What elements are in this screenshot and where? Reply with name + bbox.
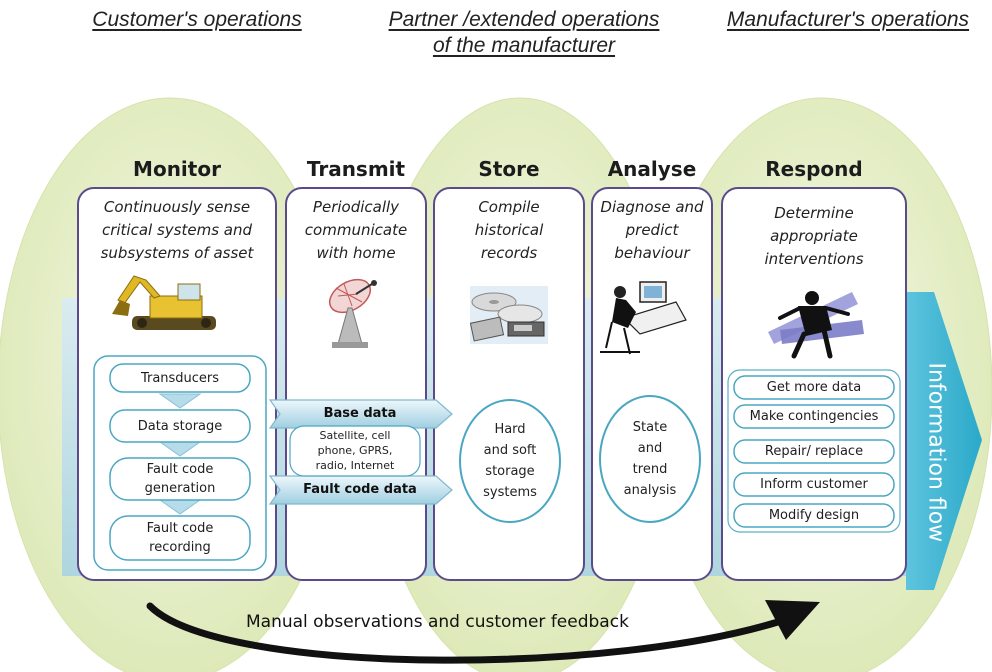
respond-action-box — [733, 439, 895, 464]
monitor-step-box — [109, 409, 251, 443]
stage-desc-line: behaviour — [614, 244, 690, 262]
fault-code-data-label: Fault code data — [303, 482, 417, 497]
monitor-step-data-storage: Data storage — [137, 418, 223, 434]
respond-action-repair-replace: Repair/ replace — [764, 444, 864, 459]
channels-text: Satellite, cell phone, GPRS, radio, Inte… — [290, 428, 420, 473]
analyse-circle-line: trend — [632, 462, 668, 477]
monitor-step-box — [109, 457, 251, 501]
feedback-arrowhead — [765, 600, 820, 640]
technician-icon — [768, 291, 864, 359]
information-flow-arrow — [906, 292, 982, 590]
stage-desc-store: Compile historical records — [436, 196, 582, 265]
channels-line: Satellite, cell — [319, 429, 391, 442]
analyst-workstation-icon — [600, 281, 687, 355]
stage-desc-line: Periodically — [312, 198, 400, 216]
fault-code-data-arrow — [268, 475, 453, 505]
monitor-step-box — [109, 515, 251, 561]
stage-desc-line: with home — [316, 244, 396, 262]
respond-action-box — [733, 375, 895, 400]
stage-desc-line: communicate — [304, 221, 408, 239]
stage-title-respond: Respond — [765, 157, 863, 181]
stage-title-store: Store — [478, 157, 540, 181]
stage-desc-transmit: Periodically communicate with home — [288, 196, 424, 265]
header-partner-operations-line2: of the manufacturer — [432, 34, 616, 57]
stage-desc-line: interventions — [764, 250, 864, 268]
satellite-dish-icon — [328, 278, 377, 348]
stage-desc-line: predict — [625, 221, 679, 239]
analyse-circle-text: State and trend analysis — [602, 412, 698, 506]
stage-desc-line: Continuously sense — [103, 198, 251, 216]
respond-action-box — [733, 503, 895, 528]
stage-desc-analyse: Diagnose and predict behaviour — [590, 196, 714, 265]
header-manufacturer-operations: Manufacturer's operations — [726, 8, 970, 31]
analyse-circle-line: and — [637, 441, 663, 456]
store-circle-line: Hard — [494, 422, 526, 437]
header-partner-operations: Partner /extended operations — [388, 8, 660, 31]
stage-desc-line: appropriate — [770, 227, 858, 245]
respond-action-modify-design: Modify design — [768, 508, 860, 523]
stage-title-analyse: Analyse — [607, 157, 697, 181]
channels-line: phone, GPRS, — [317, 444, 393, 457]
stage-desc-line: records — [480, 244, 538, 262]
feedback-label: Manual observations and customer feedbac… — [246, 612, 629, 632]
monitor-step-box — [109, 363, 251, 393]
stage-desc-line: historical — [474, 221, 544, 239]
feedback-arrow — [146, 602, 794, 664]
channels-line: radio, Internet — [315, 459, 395, 472]
monitor-step-transducers: Transducers — [140, 370, 220, 386]
stage-desc-line: Determine — [774, 204, 854, 222]
analyse-circle-line: analysis — [623, 483, 677, 498]
respond-action-box — [733, 472, 895, 497]
respond-action-box — [733, 404, 895, 429]
stage-desc-monitor: Continuously sense critical systems and … — [80, 196, 274, 265]
chevron-down-icon — [158, 393, 202, 409]
channels-box — [289, 425, 421, 477]
stage-title-transmit: Transmit — [306, 157, 406, 181]
base-data-arrow — [268, 399, 453, 429]
respond-action-make-contingencies: Make contingencies — [749, 409, 879, 424]
store-circle-text: Hard and soft storage systems — [462, 414, 558, 508]
base-data-label: Base data — [323, 406, 397, 421]
storage-media-icon — [469, 286, 548, 344]
store-circle-line: storage — [485, 464, 535, 479]
stage-desc-line: Compile — [478, 198, 540, 216]
respond-action-inform-customer: Inform customer — [760, 477, 868, 492]
respond-action-get-more-data: Get more data — [766, 380, 862, 395]
stage-desc-line: critical systems and — [101, 221, 253, 239]
stage-desc-respond: Determine appropriate interventions — [724, 202, 904, 271]
header-customer-operations: Customer's operations — [92, 8, 302, 31]
information-flow-label: Information flow — [923, 362, 949, 543]
analyse-circle — [599, 395, 701, 523]
stage-desc-line: subsystems of asset — [100, 244, 254, 262]
stage-desc-line: Diagnose and — [600, 198, 704, 216]
excavator-icon — [112, 275, 216, 330]
stage-title-monitor: Monitor — [133, 157, 221, 181]
monitor-step-fault-code-recording: Fault code recording — [146, 521, 214, 555]
store-circle — [459, 399, 561, 523]
store-circle-line: and soft — [483, 443, 537, 458]
analyse-circle-line: State — [632, 420, 668, 435]
monitor-step-fault-code-generation: Fault code generation — [144, 462, 216, 496]
store-circle-line: systems — [483, 485, 537, 500]
